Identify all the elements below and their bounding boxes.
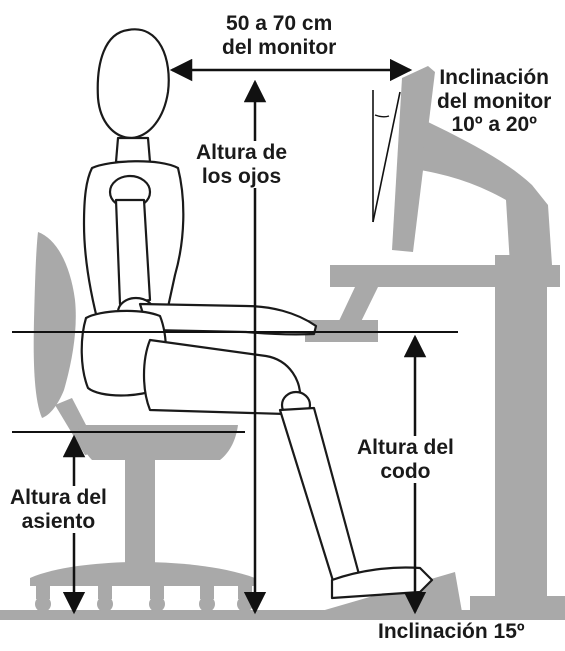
seat-height-line1: Altura del	[10, 486, 107, 509]
footrest-tilt-label: Inclinación 15º	[378, 620, 525, 643]
floor	[0, 610, 565, 620]
mannequin-neck	[114, 136, 152, 164]
chair-column	[125, 455, 155, 570]
monitor-distance-line2: del monitor	[222, 35, 337, 59]
eye-height-label: Altura de los ojos	[196, 141, 288, 189]
desk-leg	[495, 255, 547, 613]
mannequin-head	[96, 28, 170, 140]
chair-seat	[78, 425, 238, 460]
monitor-tilt-angle-arc	[374, 114, 390, 118]
chair-base	[30, 562, 255, 586]
monitor-screen	[392, 66, 435, 252]
elbow-height-line2: codo	[380, 459, 431, 483]
mannequin-thigh	[142, 338, 302, 416]
eye-height-line2: los ojos	[201, 164, 282, 188]
seat-height-label: Altura del asiento	[10, 486, 107, 534]
monitor-tilt-slope	[372, 91, 401, 223]
chair-backrest	[33, 232, 76, 418]
monitor-tilt-line2: del monitor	[437, 89, 552, 113]
monitor-distance-line1: 50 a 70 cm	[226, 12, 333, 35]
mannequin-upper-arm	[114, 198, 152, 306]
monitor-tilt-label: Inclinación del monitor 10º a 20º	[437, 66, 551, 137]
monitor-tilt-line1: Inclinación	[439, 66, 550, 89]
elbow-height-label: Altura del codo	[357, 436, 454, 484]
mannequin-shin	[278, 406, 362, 586]
seat-height-line2: asiento	[21, 509, 96, 533]
chair-casters	[35, 585, 253, 612]
mannequin-forearm	[138, 302, 318, 336]
monitor-tilt-line3: 10º a 20º	[451, 113, 537, 137]
monitor-distance-label: 50 a 70 cm del monitor	[222, 12, 336, 59]
elbow-height-line1: Altura del	[357, 436, 454, 459]
eye-height-line1: Altura de	[196, 141, 288, 164]
monitor-arm	[420, 122, 552, 265]
desk-foot	[470, 596, 565, 612]
